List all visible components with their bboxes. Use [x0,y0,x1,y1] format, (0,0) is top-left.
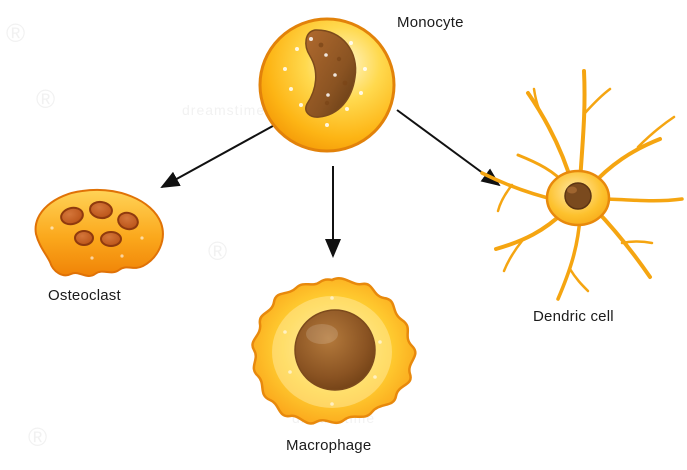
watermark-symbol: ® [28,422,48,452]
dendritic-cell-illustration [480,69,684,301]
macrophage-label: Macrophage [286,437,372,454]
watermark-symbol: ® [36,84,56,114]
dendritic-cell-label: Dendric cell [533,308,614,325]
monocyte-label: Monocyte [397,14,464,31]
macrophage-cell-illustration [251,277,417,425]
watermark-text: dreamstime [182,102,266,118]
watermark-symbol: ® [208,236,228,266]
osteoclast-label: Osteoclast [48,287,121,304]
osteoclast-cell-illustration [34,189,164,277]
watermark-symbol: ® [6,18,26,48]
monocyte-cell-illustration [258,17,396,153]
